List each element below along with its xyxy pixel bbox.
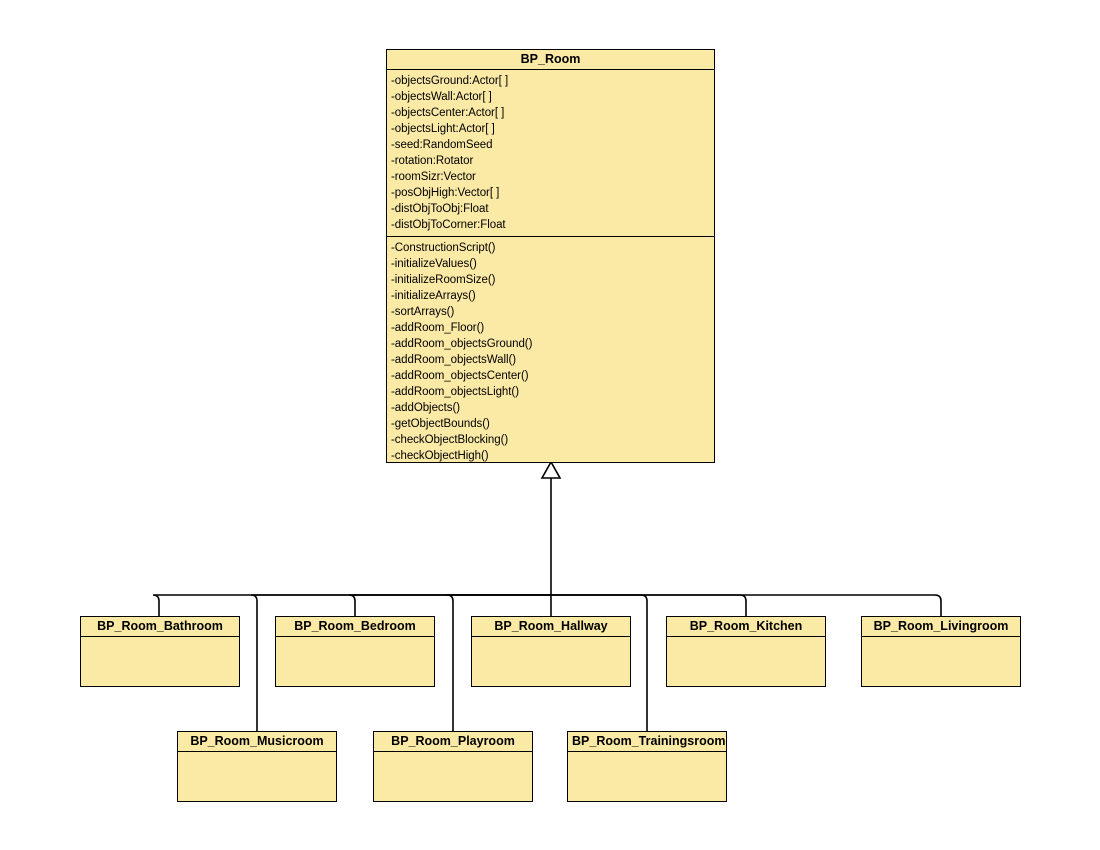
class-box-bp-room-trainingsroom[interactable]: BP_Room_Trainingsroom <box>567 731 727 802</box>
class-member: -objectsWall:Actor[ ] <box>391 91 492 103</box>
class-member: -roomSizr:Vector <box>391 171 476 183</box>
class-box-bp-room-livingroom[interactable]: BP_Room_Livingroom <box>861 616 1021 687</box>
operations-compartment-bp-room: -ConstructionScript() -initializeValues()… <box>387 237 714 467</box>
class-title-bp-room-bedroom: BP_Room_Bedroom <box>276 617 434 637</box>
class-member: -objectsLight:Actor[ ] <box>391 123 495 135</box>
class-title-bp-room-trainingsroom: BP_Room_Trainingsroom <box>568 732 726 752</box>
class-member: -ConstructionScript() <box>391 242 496 254</box>
connector-branch-bathroom <box>152 594 551 616</box>
class-title-bp-room-livingroom: BP_Room_Livingroom <box>862 617 1020 637</box>
class-member: -initializeRoomSize() <box>391 274 496 286</box>
connector-branch-bedroom <box>348 594 551 616</box>
class-title-bp-room-bathroom: BP_Room_Bathroom <box>81 617 239 637</box>
members-compartment-bp-room-bathroom <box>81 637 239 686</box>
class-box-bp-room-musicroom[interactable]: BP_Room_Musicroom <box>177 731 337 802</box>
members-compartment-bp-room-trainingsroom <box>568 752 726 801</box>
class-member: -checkObjectBlocking() <box>391 434 509 446</box>
class-member: -initializeArrays() <box>391 290 476 302</box>
class-member: -checkObjectHigh() <box>391 450 489 462</box>
class-title-bp-room-kitchen: BP_Room_Kitchen <box>667 617 825 637</box>
members-compartment-bp-room-musicroom <box>178 752 336 801</box>
class-member: -sortArrays() <box>391 306 455 318</box>
class-member: -posObjHigh:Vector[ ] <box>391 187 500 199</box>
class-box-bp-room-bedroom[interactable]: BP_Room_Bedroom <box>275 616 435 687</box>
class-member: -distObjToCorner:Float <box>391 219 506 231</box>
class-box-bp-room-hallway[interactable]: BP_Room_Hallway <box>471 616 631 687</box>
connector-branch-kitchen <box>551 594 747 616</box>
class-member: -distObjToObj:Float <box>391 203 489 215</box>
class-member: -addRoom_objectsWall() <box>391 354 517 366</box>
class-member: -getObjectBounds() <box>391 418 490 430</box>
connector-branch-livingroom <box>551 594 942 616</box>
members-compartment-bp-room-bedroom <box>276 637 434 686</box>
class-title-bp-room-musicroom: BP_Room_Musicroom <box>178 732 336 752</box>
class-title-bp-room: BP_Room <box>387 50 714 70</box>
class-member: -seed:RandomSeed <box>391 139 493 151</box>
class-member: -addRoom_objectsLight() <box>391 386 519 398</box>
class-member: -objectsCenter:Actor[ ] <box>391 107 505 119</box>
members-compartment-bp-room-playroom <box>374 752 532 801</box>
members-compartment-bp-room-kitchen <box>667 637 825 686</box>
class-member: -addRoom_objectsCenter() <box>391 370 529 382</box>
class-member: -rotation:Rotator <box>391 155 474 167</box>
class-box-bp-room-kitchen[interactable]: BP_Room_Kitchen <box>666 616 826 687</box>
class-title-bp-room-hallway: BP_Room_Hallway <box>472 617 630 637</box>
class-member: -addRoom_objectsGround() <box>391 338 533 350</box>
class-title-bp-room-playroom: BP_Room_Playroom <box>374 732 532 752</box>
attributes-compartment-bp-room: -objectsGround:Actor[ ] -objectsWall:Acto… <box>387 70 714 237</box>
class-member: -addRoom_Floor() <box>391 322 485 334</box>
class-member: -initializeValues() <box>391 258 477 270</box>
members-compartment-bp-room-livingroom <box>862 637 1020 686</box>
class-box-bp-room-bathroom[interactable]: BP_Room_Bathroom <box>80 616 240 687</box>
class-member: -objectsGround:Actor[ ] <box>391 75 509 87</box>
class-box-bp-room-playroom[interactable]: BP_Room_Playroom <box>373 731 533 802</box>
members-compartment-bp-room-hallway <box>472 637 630 686</box>
class-member: -addObjects() <box>391 402 461 414</box>
class-box-bp-room[interactable]: BP_Room -objectsGround:Actor[ ] -objectsW… <box>386 49 715 463</box>
